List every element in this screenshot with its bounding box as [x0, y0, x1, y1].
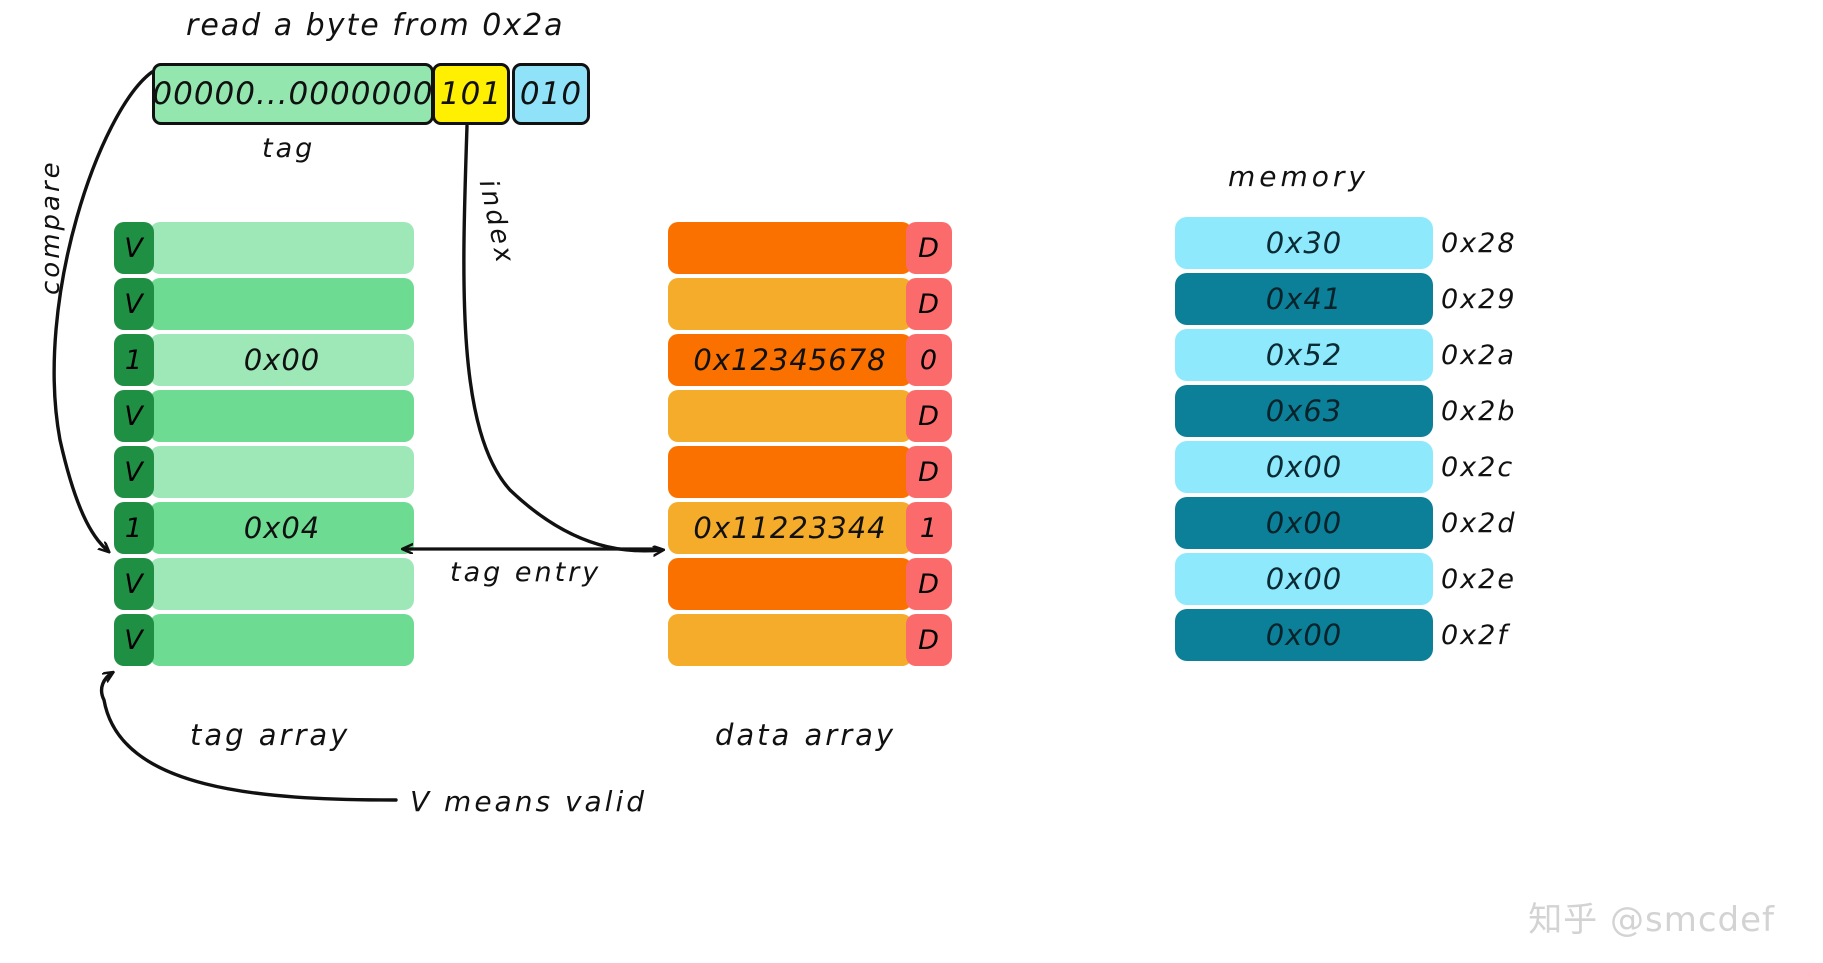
memory-address-label: 0x2e	[1441, 563, 1516, 595]
data-dirty-bit: D	[906, 558, 952, 610]
data-dirty-bit: D	[906, 278, 952, 330]
data-dirty-bit: D	[906, 614, 952, 666]
data-array-row: D	[668, 220, 952, 276]
tag-valid-bit: V	[114, 278, 154, 330]
page-title: read a byte from 0x2a	[186, 8, 565, 43]
memory-value-cell: 0x52	[1175, 329, 1433, 381]
data-array-row: D	[668, 556, 952, 612]
address-breakdown-bar: 00000...0000000 101 010	[152, 63, 590, 125]
tag-valid-bit: V	[114, 614, 154, 666]
tag-array-row: V	[114, 276, 414, 332]
memory-value-cell: 0x00	[1175, 609, 1433, 661]
tag-array-row: V	[114, 388, 414, 444]
data-array-row: D	[668, 388, 952, 444]
compare-label: compare	[36, 159, 66, 295]
address-offset-segment: 010	[512, 63, 590, 125]
data-dirty-bit: D	[906, 446, 952, 498]
tag-value-cell	[150, 614, 414, 666]
tag-value-cell	[150, 446, 414, 498]
tag-valid-bit: 1	[114, 502, 154, 554]
index-label: index	[472, 177, 521, 268]
tag-valid-bit: V	[114, 446, 154, 498]
data-dirty-bit: 1	[906, 502, 952, 554]
data-dirty-bit: 0	[906, 334, 952, 386]
tag-array-row: V	[114, 220, 414, 276]
tag-array-row: V	[114, 556, 414, 612]
data-dirty-bit: D	[906, 222, 952, 274]
tag-value-cell: 0x04	[150, 502, 414, 554]
data-dirty-bit: D	[906, 390, 952, 442]
memory-value-cell: 0x63	[1175, 385, 1433, 437]
valid-note-label: V means valid	[410, 785, 648, 818]
memory-address-label: 0x2d	[1441, 507, 1517, 539]
data-value-cell: 0x11223344	[668, 502, 912, 554]
data-value-cell	[668, 446, 912, 498]
data-value-cell	[668, 390, 912, 442]
memory-value-cell: 0x00	[1175, 497, 1433, 549]
tag-entry-label: tag entry	[450, 557, 602, 588]
address-tag-segment: 00000...0000000	[152, 63, 434, 125]
tag-value-cell	[150, 558, 414, 610]
memory-address-label: 0x2a	[1441, 339, 1516, 371]
address-index-segment: 101	[432, 63, 510, 125]
tag-value-cell	[150, 278, 414, 330]
watermark: 知乎 @smcdef	[1528, 900, 1775, 940]
data-array-row: D	[668, 276, 952, 332]
tag-valid-bit: V	[114, 558, 154, 610]
data-array-row: D	[668, 612, 952, 668]
tag-value-cell	[150, 390, 414, 442]
memory-address-label: 0x2c	[1441, 451, 1515, 483]
memory-address-label: 0x28	[1441, 227, 1517, 259]
tag-caption-label: tag	[262, 133, 316, 164]
tag-valid-bit: 1	[114, 334, 154, 386]
data-value-cell: 0x12345678	[668, 334, 912, 386]
tag-valid-bit: V	[114, 222, 154, 274]
data-array-label: data array	[715, 718, 897, 752]
memory-value-cell: 0x00	[1175, 553, 1433, 605]
memory-value-cell: 0x30	[1175, 217, 1433, 269]
memory-value-cell: 0x41	[1175, 273, 1433, 325]
memory-address-label: 0x2b	[1441, 395, 1517, 427]
memory-address-label: 0x2f	[1441, 619, 1509, 651]
tag-array-row: V	[114, 444, 414, 500]
memory-address-label: 0x29	[1441, 283, 1517, 315]
tag-value-cell	[150, 222, 414, 274]
tag-array-row: V	[114, 612, 414, 668]
data-value-cell	[668, 558, 912, 610]
data-value-cell	[668, 222, 912, 274]
data-value-cell	[668, 278, 912, 330]
memory-value-cell: 0x00	[1175, 441, 1433, 493]
tag-value-cell: 0x00	[150, 334, 414, 386]
data-value-cell	[668, 614, 912, 666]
tag-valid-bit: V	[114, 390, 154, 442]
tag-array-label: tag array	[190, 718, 351, 752]
data-array-row: D	[668, 444, 952, 500]
memory-title: memory	[1228, 160, 1369, 193]
